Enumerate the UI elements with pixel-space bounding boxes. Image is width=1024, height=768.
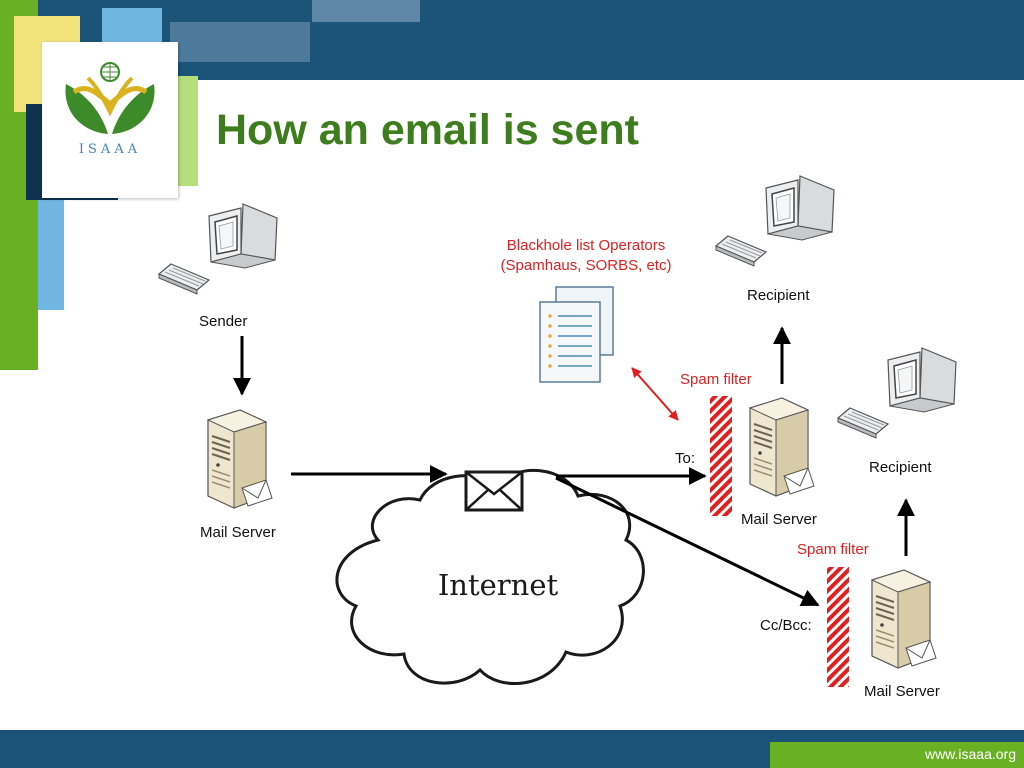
header-tile-light (312, 0, 420, 22)
sender-mail-server-label: Mail Server (200, 524, 276, 541)
recipient-1-mail-server-label: Mail Server (741, 511, 817, 528)
footer-url[interactable]: www.isaaa.org (924, 746, 1016, 762)
logo-text: ISAAA (78, 142, 142, 157)
sender-computer-icon (158, 203, 278, 295)
spam-filter-bar-2 (827, 567, 849, 687)
spam-filter-label-2: Spam filter (797, 541, 869, 558)
accent-lightblue-block (102, 8, 162, 44)
to-label: To: (675, 450, 696, 467)
blackhole-list-document-icon (539, 286, 614, 383)
recipient-2-mail-server-label: Mail Server (864, 683, 940, 700)
recipient-1-label: Recipient (747, 287, 810, 304)
sender-mail-server-icon (207, 409, 273, 509)
recipient-2-mail-server-icon (871, 569, 937, 669)
spam-filter-label-1: Spam filter (680, 371, 752, 388)
internet-label: Internet (437, 568, 559, 602)
recipient-1-computer-icon (715, 175, 835, 267)
arrow-blackhole-lookup (631, 367, 679, 421)
logo-card: ISAAA (42, 42, 178, 198)
email-envelope-icon (464, 470, 524, 512)
header-tile-mid (170, 22, 310, 62)
recipient-2-computer-icon (837, 347, 957, 439)
sender-label: Sender (199, 313, 248, 330)
recipient-1-mail-server-icon (749, 397, 815, 497)
recipient-2-label: Recipient (869, 459, 932, 476)
blackhole-label-line-1: Blackhole list Operators (506, 237, 666, 254)
footer-url-box: www.isaaa.org (770, 742, 1024, 768)
blackhole-label-line-2: (Spamhaus, SORBS, etc) (500, 257, 672, 274)
arrow-cc-to-recipient-2-server (555, 476, 820, 607)
spam-filter-bar-1 (710, 396, 732, 516)
cc-bcc-label: Cc/Bcc: (760, 617, 812, 634)
slide-title: How an email is sent (216, 106, 639, 154)
isaaa-logo-icon (65, 62, 155, 134)
